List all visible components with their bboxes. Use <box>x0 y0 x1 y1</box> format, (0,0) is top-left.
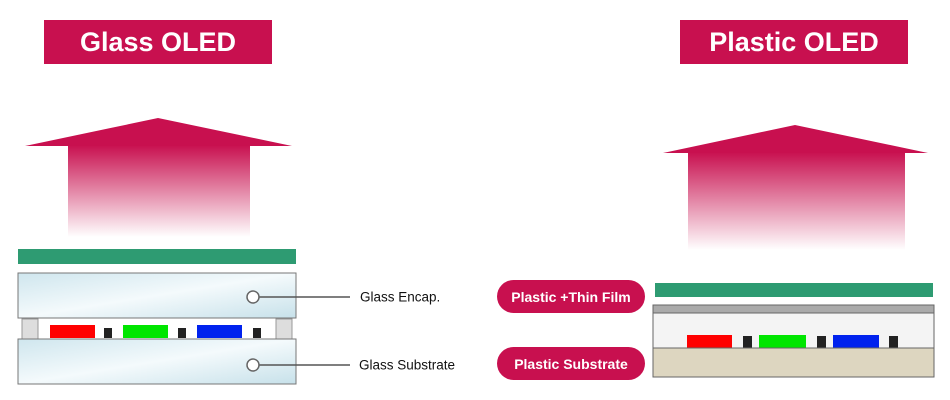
blue-subpixel <box>197 325 242 338</box>
glass-encap-label: Glass Encap. <box>360 289 441 305</box>
film-layer <box>655 283 933 297</box>
plastic-substrate-layer <box>652 347 935 378</box>
glass-oled-stack <box>17 249 350 385</box>
plastic-thin-film-label: Plastic +Thin Film <box>497 280 645 313</box>
glass-oled-title: Glass OLED <box>44 20 272 64</box>
red-subpixel <box>50 325 95 338</box>
plastic-oled-title: Plastic OLED <box>680 20 908 64</box>
plastic-oled-stack <box>652 283 935 378</box>
film-layer <box>18 249 296 264</box>
light-arrow-right <box>663 125 928 250</box>
light-arrow-left <box>25 118 292 237</box>
plastic-substrate-label: Plastic Substrate <box>497 347 645 380</box>
green-subpixel <box>123 325 168 338</box>
green-subpixel <box>759 335 806 348</box>
blue-subpixel <box>833 335 879 348</box>
glass-substrate-label: Glass Substrate <box>359 357 456 373</box>
red-subpixel <box>687 335 732 348</box>
